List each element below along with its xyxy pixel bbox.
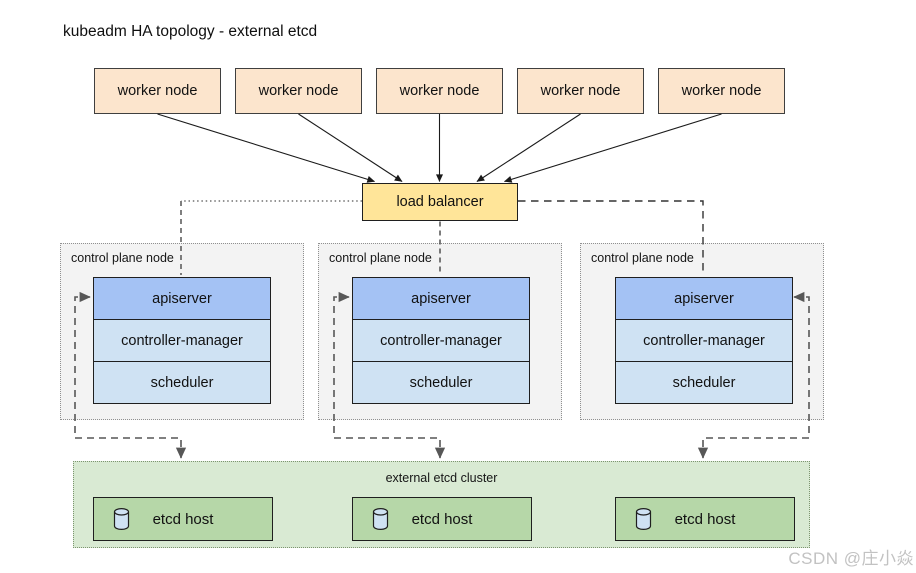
- worker-node-box: worker node: [94, 68, 221, 114]
- scheduler-box: scheduler: [353, 361, 529, 403]
- load-balancer-box: load balancer: [362, 183, 518, 221]
- database-icon-top: [635, 508, 652, 516]
- control-plane-node-label: control plane node: [71, 251, 174, 265]
- control-plane-node-1: control plane node apiserver controller-…: [60, 243, 304, 420]
- worker-node-label: worker node: [399, 83, 480, 99]
- etcd-host-box: etcd host: [615, 497, 795, 541]
- etcd-host-label: etcd host: [411, 510, 473, 528]
- database-icon-top: [372, 508, 389, 516]
- worker-to-lb-arrow: [157, 113, 376, 183]
- scheduler-box: scheduler: [94, 361, 270, 403]
- diagram-title: kubeadm HA topology - external etcd: [63, 23, 318, 40]
- watermark: CSDN @庄小焱: [788, 549, 914, 568]
- worker-node-label: worker node: [117, 83, 198, 99]
- worker-to-lb-arrow: [503, 113, 722, 183]
- control-plane-node-label: control plane node: [591, 251, 694, 265]
- worker-node-label: worker node: [258, 83, 339, 99]
- etcd-host-box: etcd host: [352, 497, 532, 541]
- database-icon-body: [372, 511, 389, 530]
- load-balancer-label: load balancer: [396, 194, 484, 210]
- database-icon-body: [635, 511, 652, 530]
- worker-node-box: worker node: [658, 68, 785, 114]
- database-cylinder-icon: [635, 508, 652, 530]
- control-plane-stack: apiserver controller-manager scheduler: [615, 277, 793, 404]
- controller-manager-box: controller-manager: [94, 319, 270, 361]
- apiserver-box: apiserver: [616, 278, 792, 319]
- worker-node-box: worker node: [235, 68, 362, 114]
- worker-node-box: worker node: [517, 68, 644, 114]
- worker-node-label: worker node: [540, 83, 621, 99]
- apiserver-box: apiserver: [94, 278, 270, 319]
- external-etcd-cluster-label: external etcd cluster: [385, 471, 498, 485]
- etcd-host-label: etcd host: [674, 510, 736, 528]
- worker-node-label: worker node: [681, 83, 762, 99]
- control-plane-stack: apiserver controller-manager scheduler: [352, 277, 530, 404]
- etcd-host-label: etcd host: [152, 510, 214, 528]
- controller-manager-box: controller-manager: [353, 319, 529, 361]
- apiserver-box: apiserver: [353, 278, 529, 319]
- database-icon-top: [113, 508, 130, 516]
- database-icon-body: [113, 511, 130, 530]
- control-plane-stack: apiserver controller-manager scheduler: [93, 277, 271, 404]
- controller-manager-box: controller-manager: [616, 319, 792, 361]
- worker-to-lb-arrow: [476, 113, 581, 182]
- external-etcd-cluster: external etcd cluster etcd host etcd hos…: [73, 461, 810, 548]
- scheduler-box: scheduler: [616, 361, 792, 403]
- control-plane-node-2: control plane node apiserver controller-…: [318, 243, 562, 420]
- database-cylinder-icon: [372, 508, 389, 530]
- worker-to-lb-arrow: [298, 113, 403, 182]
- database-cylinder-icon: [113, 508, 130, 530]
- worker-node-box: worker node: [376, 68, 503, 114]
- control-plane-node-3: control plane node apiserver controller-…: [580, 243, 824, 420]
- control-plane-node-label: control plane node: [329, 251, 432, 265]
- etcd-host-box: etcd host: [93, 497, 273, 541]
